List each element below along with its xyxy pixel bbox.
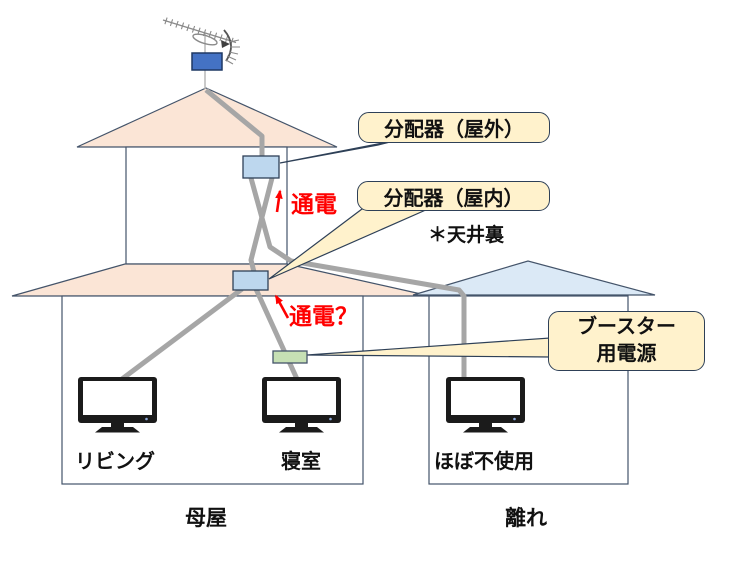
coax-cables — [120, 88, 467, 381]
outdoor-splitter-box — [242, 155, 280, 179]
booster-power-box — [272, 350, 308, 364]
power-on-label: 通電 — [291, 191, 337, 217]
main-house-lower-roof — [11, 263, 431, 297]
indoor-splitter-box — [232, 270, 269, 291]
attic-note-label: ＊天井裏 — [428, 225, 505, 246]
room-label-living: リビング — [75, 451, 155, 473]
building-label-main-house: 母屋 — [185, 507, 227, 530]
callout-indoor-splitter: 分配器（屋内） — [357, 181, 550, 211]
room-label-bedroom: 寝室 — [281, 451, 321, 473]
red-up-arrow — [275, 189, 283, 213]
callout-outdoor-splitter: 分配器（屋外） — [358, 112, 550, 143]
main-house-upper-roof — [76, 87, 338, 148]
power-on-question-label: 通電？ — [289, 303, 358, 329]
antenna-mount-box — [191, 52, 223, 71]
cable-indoor-splitter-to-bedroom-tv — [253, 287, 300, 381]
cable-indoor-splitter-to-living-tv — [120, 287, 244, 381]
room-label-rarely-used: ほぼ不使用 — [434, 451, 534, 473]
callout-indoor-splitter-text: 分配器（屋内） — [383, 187, 524, 210]
callout-booster-power: ブースター 用電源 — [548, 311, 705, 371]
building-label-detached: 離れ — [505, 507, 547, 530]
callout-outdoor-splitter-text: 分配器（屋外） — [384, 119, 524, 141]
detached-house-roof — [412, 260, 656, 296]
tv-antenna-icon — [162, 17, 240, 89]
cable-outdoor-splitter-to-detached-tv — [248, 177, 467, 380]
red-up-left-arrow — [274, 294, 290, 319]
callout-booster-line2: 用電源 — [596, 343, 657, 365]
cable-outdoor-to-indoor-splitter — [248, 177, 275, 273]
callout-booster-line1: ブースター — [577, 316, 676, 338]
cable-antenna-to-outdoor-splitter — [204, 88, 265, 158]
